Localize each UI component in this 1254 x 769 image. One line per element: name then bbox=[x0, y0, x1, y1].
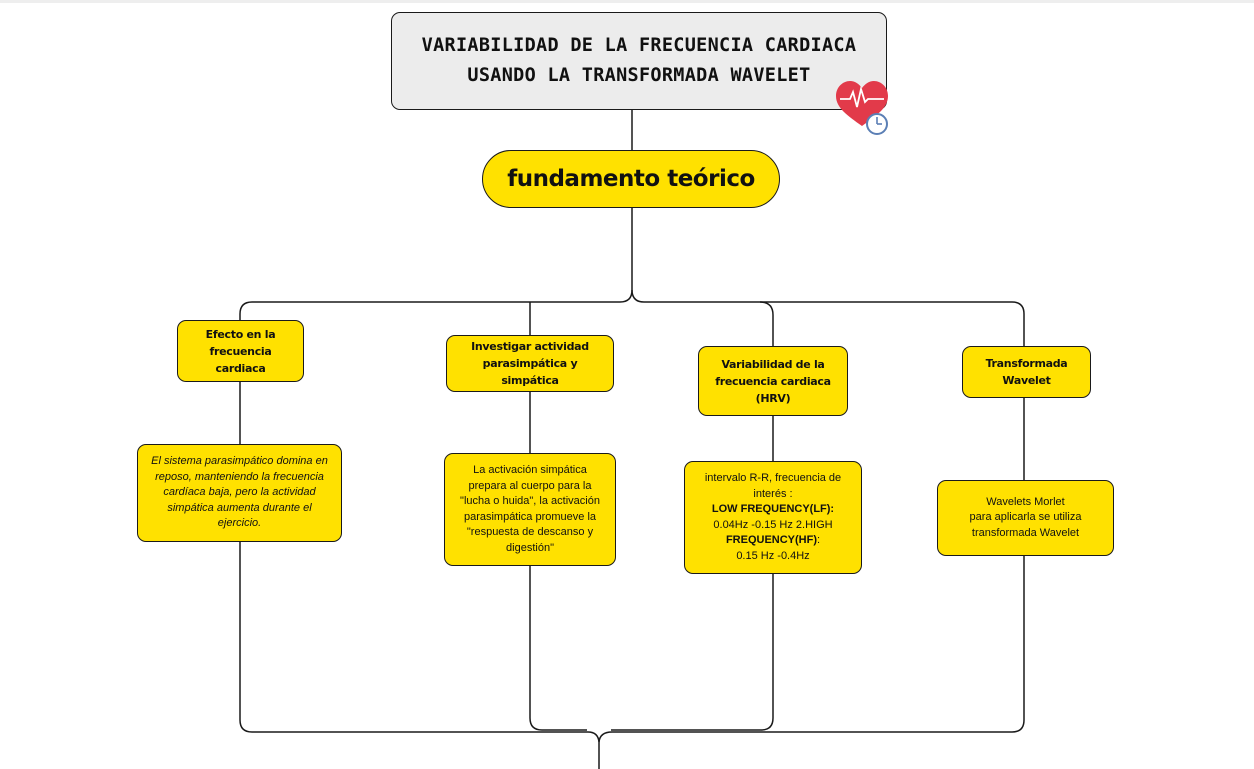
detail-line: intervalo R-R, frecuencia de bbox=[704, 472, 842, 484]
detail-line: reposo, manteniendo la frecuencia bbox=[155, 470, 324, 483]
heading-line: frecuencia cardiaca bbox=[209, 344, 272, 375]
detail-line: ejercicio. bbox=[217, 517, 262, 530]
detail-line: La activación simpática bbox=[473, 464, 587, 476]
detail-line: transformada Wavelet bbox=[971, 526, 1080, 539]
detail-line: simpática aumenta durante el bbox=[167, 501, 312, 514]
heart-with-clock-icon bbox=[836, 81, 888, 135]
title-box: VARIABILIDAD DE LA FRECUENCIA CARDIACA U… bbox=[391, 12, 887, 110]
hf-label: FREQUENCY(HF) bbox=[725, 534, 817, 546]
detail-line: prepara al cuerpo para la bbox=[468, 479, 592, 492]
branch-detail-investigate: La activación simpática prepara al cuerp… bbox=[444, 453, 616, 566]
heading-line: Variabilidad de la bbox=[721, 357, 825, 371]
lf-value: 0.04Hz -0.15 Hz 2.HIGH bbox=[713, 518, 833, 531]
branch-detail-wavelet: Wavelets Morlet para aplicarla se utiliz… bbox=[937, 480, 1114, 556]
title-line-2: USANDO LA TRANSFORMADA WAVELET bbox=[467, 65, 811, 86]
hf-colon: : bbox=[817, 534, 821, 546]
detail-line: cardíaca baja, pero la actividad bbox=[163, 486, 316, 499]
detail-line: para aplicarla se utiliza bbox=[969, 511, 1082, 524]
branch-heading-wavelet: Transformada Wavelet bbox=[962, 346, 1091, 398]
detail-line: "respuesta de descanso y bbox=[466, 526, 594, 538]
heading-line: Wavelet bbox=[1002, 374, 1051, 387]
top-edge-line bbox=[0, 0, 1254, 3]
heading-line: Transformada bbox=[985, 357, 1068, 370]
detail-line: "lucha o huida", la activación bbox=[460, 495, 600, 507]
lf-label: LOW FREQUENCY(LF): bbox=[711, 503, 835, 515]
branch-heading-investigate: Investigar actividad parasimpática y sim… bbox=[446, 335, 614, 392]
detail-line: digestión" bbox=[506, 541, 554, 554]
detail-line: parasimpática promueve la bbox=[463, 510, 597, 523]
hf-value: 0.15 Hz -0.4Hz bbox=[736, 549, 810, 562]
branch-detail-effect: El sistema parasimpático domina en repos… bbox=[137, 444, 342, 542]
heading-line: (HRV) bbox=[755, 391, 791, 405]
detail-line: Wavelets Morlet bbox=[986, 495, 1065, 508]
heading-line: Efecto en la bbox=[205, 327, 276, 341]
branch-heading-hrv: Variabilidad de la frecuencia cardiaca (… bbox=[698, 346, 848, 416]
central-topic: fundamento teórico bbox=[482, 150, 780, 208]
heading-line: parasimpática y simpática bbox=[482, 357, 578, 387]
branch-heading-effect: Efecto en la frecuencia cardiaca bbox=[177, 320, 304, 382]
detail-line: El sistema parasimpático domina en bbox=[151, 455, 328, 468]
detail-line: interés : bbox=[753, 487, 793, 500]
heading-line: Investigar actividad bbox=[471, 340, 589, 353]
title-line-1: VARIABILIDAD DE LA FRECUENCIA CARDIACA bbox=[421, 35, 857, 56]
branch-detail-hrv: intervalo R-R, frecuencia de interés : L… bbox=[684, 461, 862, 574]
heading-line: frecuencia cardiaca bbox=[715, 374, 831, 388]
